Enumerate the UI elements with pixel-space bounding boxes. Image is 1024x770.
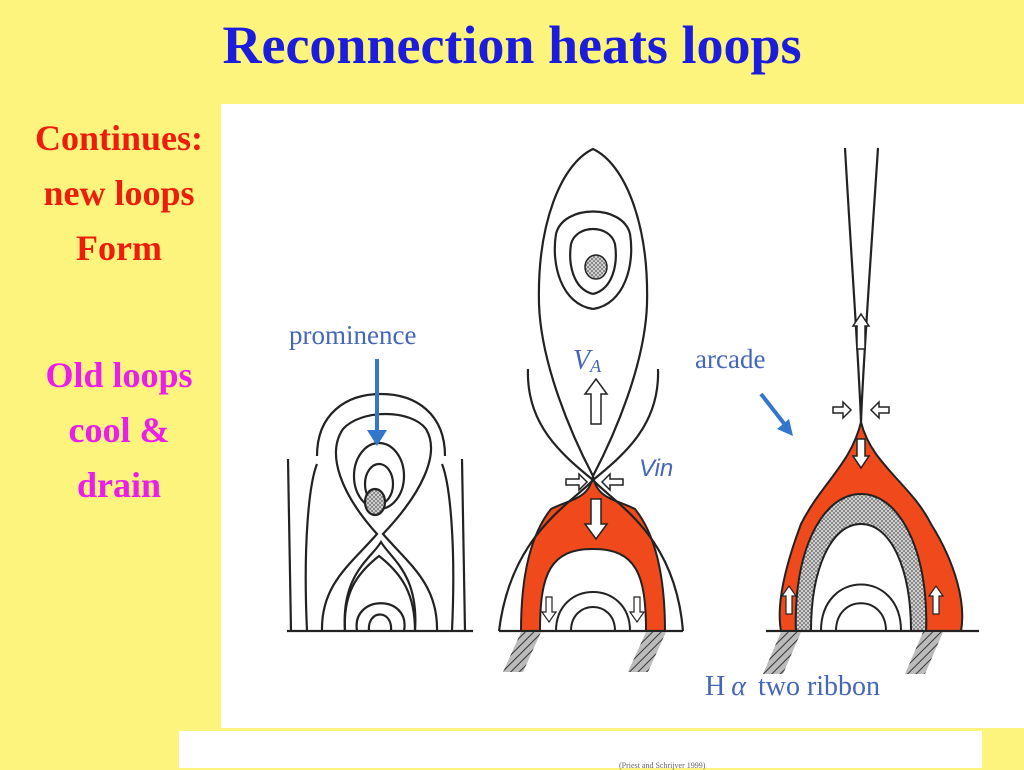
- inflow-arrow-left: [565, 472, 589, 492]
- ribbon-left: [763, 632, 801, 674]
- panel-prominence: [286, 392, 473, 633]
- field-line: [343, 539, 417, 632]
- field-line: [592, 479, 685, 632]
- inner-loop: [820, 583, 902, 632]
- label-va: VA: [573, 345, 602, 376]
- plasmoid-blob: [584, 254, 608, 280]
- sidebar-text-continues: Continues: new loops Form: [0, 111, 238, 276]
- prominence-arrowhead: [367, 430, 387, 446]
- sidebar-line: Form: [76, 228, 162, 268]
- outflow-arrow-down: [851, 438, 871, 470]
- current-sheet: [843, 147, 863, 423]
- field-line: [497, 479, 594, 632]
- field-line: [367, 613, 393, 632]
- citation-text: (Priest and Schrijver 1999): [619, 761, 706, 770]
- footpoint-arrow: [927, 584, 945, 615]
- sidebar-text-old-loops: Old loops cool & drain: [0, 348, 238, 513]
- plasmoid-loop: [553, 210, 633, 311]
- field-line: [460, 458, 467, 632]
- panel-arcade: [763, 147, 979, 674]
- field-line: [315, 392, 447, 457]
- field-line: [526, 368, 594, 481]
- sidebar-line: cool &: [68, 410, 170, 450]
- footpoint-arrow: [540, 596, 558, 624]
- sidebar-line: new loops: [43, 173, 195, 213]
- field-line: [320, 413, 439, 632]
- caption-box: (Priest and Schrijver 1999): [179, 731, 982, 770]
- inflow-arrow-right: [869, 400, 890, 420]
- current-sheet: [859, 147, 880, 423]
- plasmoid-loop: [569, 228, 617, 296]
- inner-loop: [555, 591, 631, 632]
- label-arcade: arcade: [695, 344, 765, 374]
- ribbon-left: [503, 632, 541, 672]
- field-line: [286, 458, 293, 632]
- inflow-arrow-left: [832, 400, 853, 420]
- field-line: [355, 602, 406, 632]
- footpoint-arrow: [780, 584, 798, 615]
- diagram-svg: prominence: [286, 147, 979, 702]
- reconnection-diagram: prominence: [221, 104, 1024, 728]
- page-title: Reconnection heats loops: [222, 15, 802, 75]
- prominence-blob: [363, 487, 387, 517]
- sidebar-line: drain: [76, 465, 162, 505]
- outflow-arrow-down: [583, 498, 609, 541]
- inner-loop: [835, 602, 887, 632]
- outflow-arrow-up: [583, 377, 609, 425]
- sidebar-line: Continues:: [34, 118, 204, 158]
- arcade-arrowhead: [777, 419, 793, 436]
- outflow-arrow-up: [851, 312, 871, 350]
- ribbon-right: [628, 632, 666, 672]
- field-line: [440, 463, 455, 632]
- sidebar-line: Old loops: [45, 355, 193, 395]
- inner-loop: [570, 606, 616, 632]
- panel-reconnection: [497, 147, 685, 672]
- plasmoid-loop: [537, 147, 649, 477]
- label-prominence: prominence: [289, 320, 416, 350]
- field-line: [304, 463, 319, 632]
- footpoint-arrow: [628, 596, 646, 624]
- field-line: [592, 368, 660, 481]
- field-line: [343, 554, 417, 632]
- label-vin: Vin: [639, 455, 673, 482]
- inflow-arrow-right: [600, 472, 624, 492]
- ribbon-right: [905, 632, 943, 674]
- arcade-arrow: [759, 392, 788, 428]
